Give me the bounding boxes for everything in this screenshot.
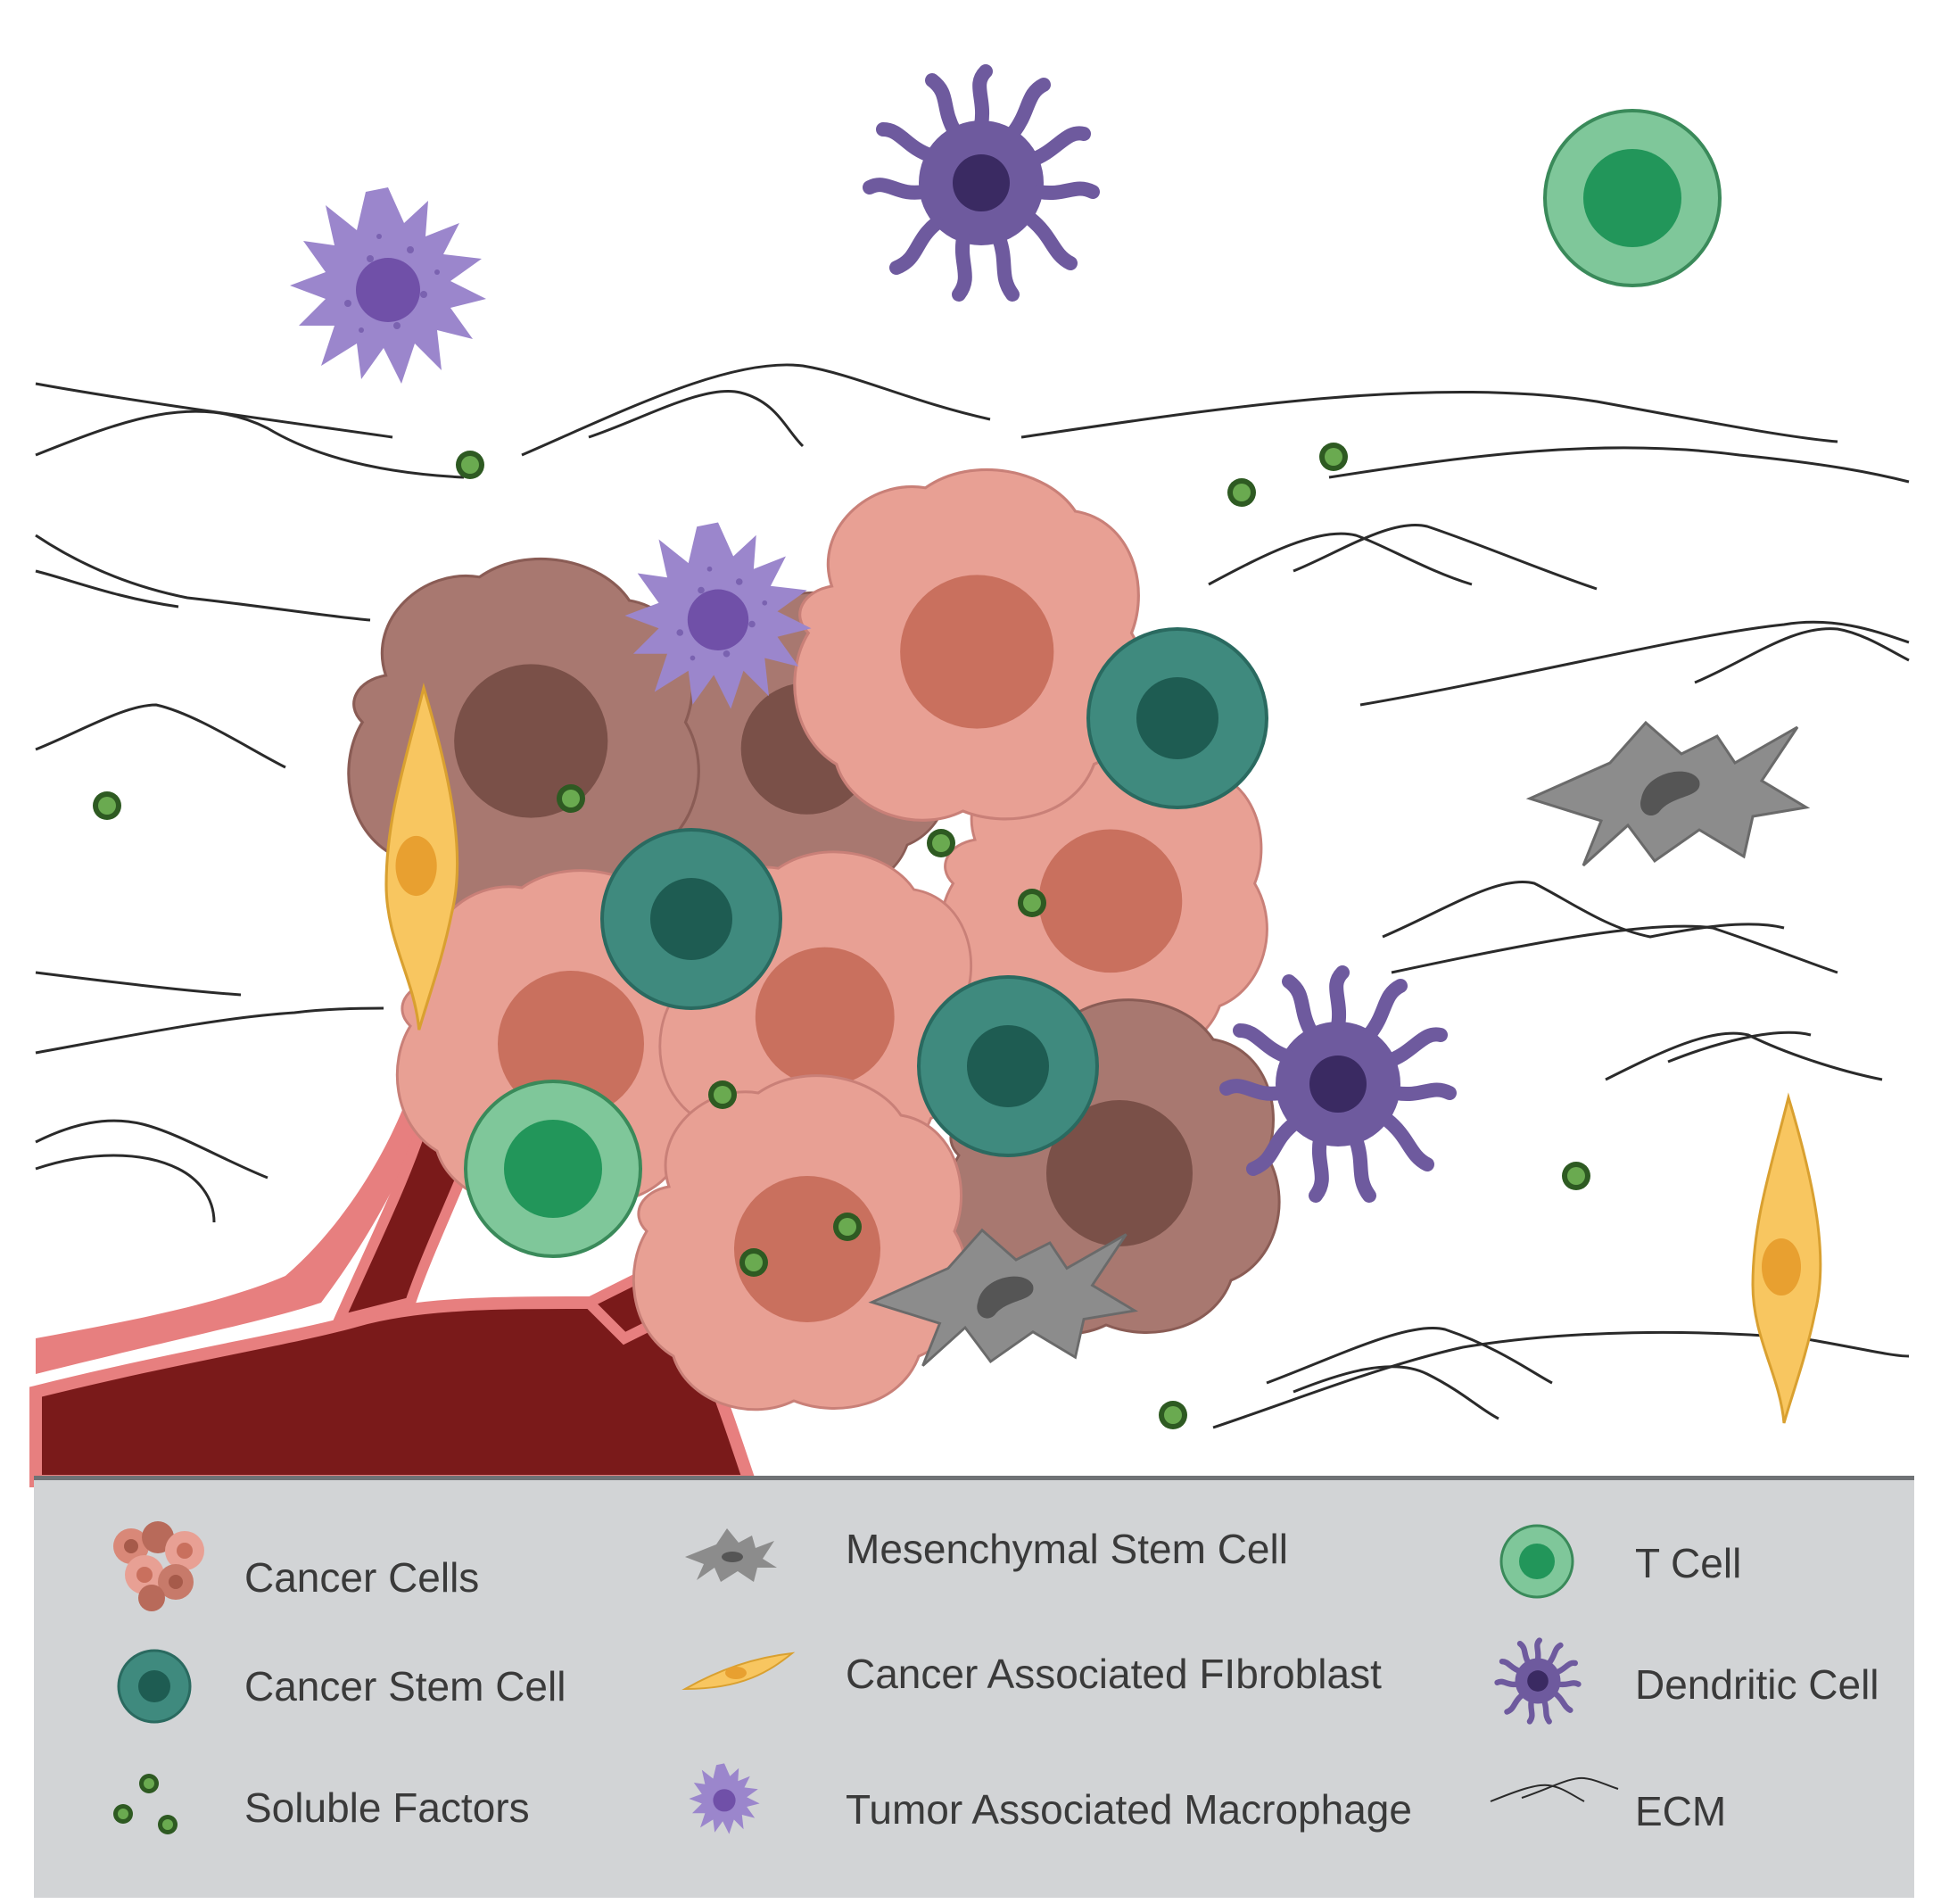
t-cell: [1543, 109, 1722, 287]
t-cell: [464, 1080, 642, 1258]
soluble-factors-icon: [113, 1774, 178, 1834]
ecm-fibers: [35, 363, 1910, 1429]
legend-label: Tumor Associated Macrophage: [846, 1786, 1412, 1833]
legend-label: Cancer Cells: [244, 1554, 480, 1601]
mesenchymal-stem-cell-icon: [685, 1528, 777, 1582]
dendritic-cell: [870, 71, 1093, 294]
legend-label: Mesenchymal Stem Cell: [846, 1526, 1288, 1572]
macrophage-icon: [689, 1763, 760, 1834]
fibroblast-icon: [681, 1652, 796, 1691]
ecm-icon: [1490, 1776, 1619, 1802]
legend-label: Cancer Stem Cell: [244, 1663, 566, 1709]
cancer-stem-cell: [917, 975, 1099, 1157]
dendritic-cell-icon: [1494, 1637, 1582, 1725]
mesenchymal-stem-cell: [1528, 721, 1808, 867]
legend: Cancer Cells Cancer Stem Cell Soluble Fa…: [34, 1476, 1914, 1898]
cancer-cells-icon: [113, 1521, 204, 1611]
fibroblast: [1751, 1096, 1822, 1425]
t-cell-icon: [1499, 1524, 1574, 1599]
cancer-cell-cluster: [347, 468, 1281, 1411]
legend-label: ECM: [1635, 1788, 1727, 1834]
cancer-stem-cell: [1086, 627, 1268, 809]
legend-label: Dendritic Cell: [1635, 1661, 1879, 1708]
cancer-stem-cell-icon: [117, 1649, 192, 1724]
cancer-stem-cell: [600, 828, 782, 1010]
legend-label: Cancer Associated FIbroblast: [846, 1651, 1382, 1697]
tumor-associated-macrophage: [290, 187, 486, 384]
legend-label: T Cell: [1635, 1540, 1742, 1586]
legend-label: Soluble Factors: [244, 1784, 530, 1831]
